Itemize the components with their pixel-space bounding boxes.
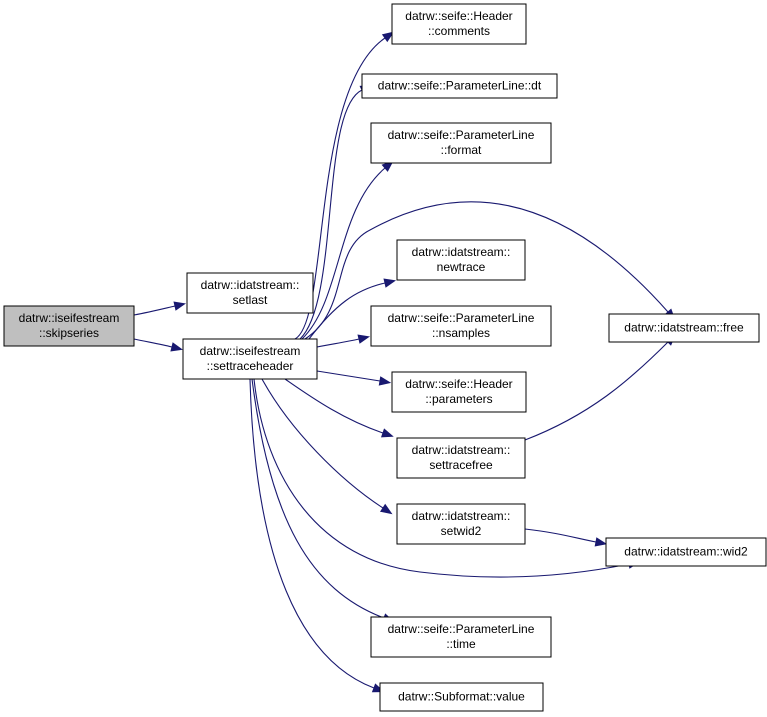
edge-settraceheader-to-nsamples bbox=[316, 334, 371, 348]
node-label: setwid2 bbox=[441, 524, 482, 538]
node-label: datrw::seife::ParameterLine bbox=[388, 622, 535, 636]
edge-skipseries-to-setlast bbox=[133, 301, 187, 316]
node-label: datrw::seife::Header bbox=[405, 377, 512, 391]
arrowhead-icon bbox=[170, 342, 184, 352]
node-label: ::settraceheader bbox=[207, 359, 294, 373]
node-dt[interactable]: datrw::seife::ParameterLine::dt bbox=[361, 73, 558, 99]
node-label: datrw::idatstream:: bbox=[201, 278, 300, 292]
arrowhead-icon bbox=[173, 301, 187, 311]
arrowhead-icon bbox=[378, 376, 392, 386]
node-settracefree[interactable]: datrw::idatstream::settracefree bbox=[396, 437, 526, 479]
node-label: datrw::iseifestream bbox=[200, 344, 301, 358]
node-label: ::time bbox=[446, 637, 476, 651]
node-label: ::nsamples bbox=[432, 326, 490, 340]
node-comments[interactable]: datrw::seife::Header::comments bbox=[391, 3, 527, 45]
arrowhead-icon bbox=[379, 503, 393, 515]
node-label: datrw::idatstream:: bbox=[412, 245, 511, 259]
node-nsamples[interactable]: datrw::seife::ParameterLine::nsamples bbox=[370, 305, 552, 347]
edge-settraceheader-to-newtrace bbox=[308, 278, 397, 340]
node-label: datrw::Subformat::value bbox=[398, 690, 525, 704]
arrowhead-icon bbox=[594, 537, 608, 547]
node-label: datrw::idatstream:: bbox=[412, 443, 511, 457]
node-label: ::comments bbox=[428, 24, 490, 38]
arrowhead-icon bbox=[381, 31, 395, 43]
node-setlast[interactable]: datrw::idatstream::setlast bbox=[186, 272, 314, 314]
arrowhead-icon bbox=[383, 278, 397, 288]
edge-settracefree-to-free bbox=[524, 333, 677, 441]
node-label: ::format bbox=[441, 143, 482, 157]
node-label: datrw::idatstream::free bbox=[624, 321, 744, 335]
node-skipseries[interactable]: datrw::iseifestream::skipseries bbox=[3, 305, 135, 347]
node-parameters[interactable]: datrw::seife::Header::parameters bbox=[391, 371, 527, 413]
node-settraceheader[interactable]: datrw::iseifestream::settraceheader bbox=[182, 338, 318, 380]
node-free[interactable]: datrw::idatstream::free bbox=[608, 313, 760, 343]
arrowhead-icon bbox=[357, 334, 371, 344]
edge-settraceheader-to-parameters bbox=[316, 370, 392, 386]
node-label: ::skipseries bbox=[39, 326, 99, 340]
node-format[interactable]: datrw::seife::ParameterLine::format bbox=[370, 122, 552, 164]
edge-settraceheader-to-comments bbox=[294, 31, 395, 340]
edge-skipseries-to-settraceheader bbox=[133, 338, 184, 352]
node-label: datrw::seife::ParameterLine::dt bbox=[378, 79, 542, 93]
arrowhead-icon bbox=[380, 428, 394, 438]
node-label: datrw::idatstream::wid2 bbox=[624, 545, 748, 559]
node-label: datrw::iseifestream bbox=[19, 311, 120, 325]
node-label: datrw::idatstream:: bbox=[412, 509, 511, 523]
node-label: settracefree bbox=[429, 458, 493, 472]
node-label: setlast bbox=[233, 293, 268, 307]
edge-settraceheader-to-settracefree bbox=[284, 378, 394, 438]
node-time[interactable]: datrw::seife::ParameterLine::time bbox=[370, 616, 552, 658]
node-setwid2[interactable]: datrw::idatstream::setwid2 bbox=[396, 503, 526, 545]
node-newtrace[interactable]: datrw::idatstream::newtrace bbox=[396, 239, 526, 281]
nodes: datrw::iseifestream::skipseriesdatrw::id… bbox=[3, 3, 767, 712]
node-label: newtrace bbox=[437, 260, 486, 274]
node-wid2[interactable]: datrw::idatstream::wid2 bbox=[605, 537, 767, 567]
edge-settraceheader-to-setwid2 bbox=[261, 378, 393, 515]
node-value[interactable]: datrw::Subformat::value bbox=[379, 682, 544, 712]
node-label: datrw::seife::Header bbox=[405, 9, 512, 23]
node-label: ::parameters bbox=[425, 392, 492, 406]
edge-setwid2-to-wid2 bbox=[524, 528, 608, 547]
node-label: datrw::seife::ParameterLine bbox=[388, 311, 535, 325]
node-label: datrw::seife::ParameterLine bbox=[388, 128, 535, 142]
